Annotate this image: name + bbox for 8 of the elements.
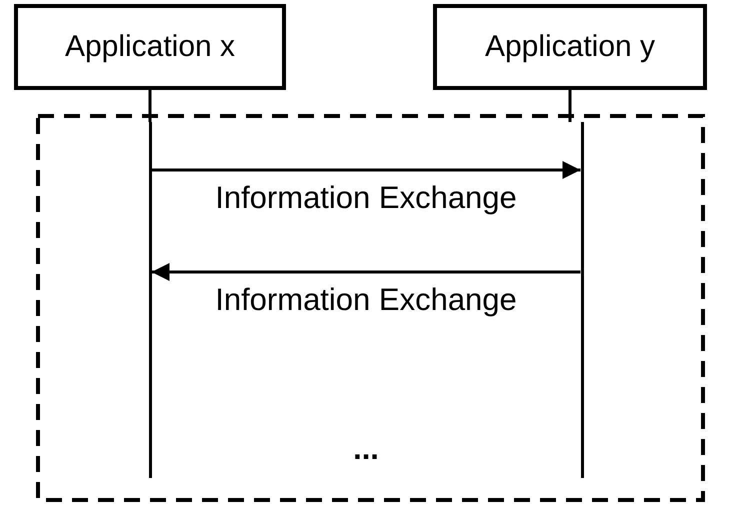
arrow (152, 161, 580, 179)
lifeline (148, 122, 152, 478)
connector-line (148, 90, 152, 122)
application-box: Application x (14, 4, 286, 90)
lifeline (580, 122, 584, 478)
application-box: Application y (433, 4, 707, 90)
arrow (152, 263, 580, 281)
connector-line (568, 90, 572, 122)
